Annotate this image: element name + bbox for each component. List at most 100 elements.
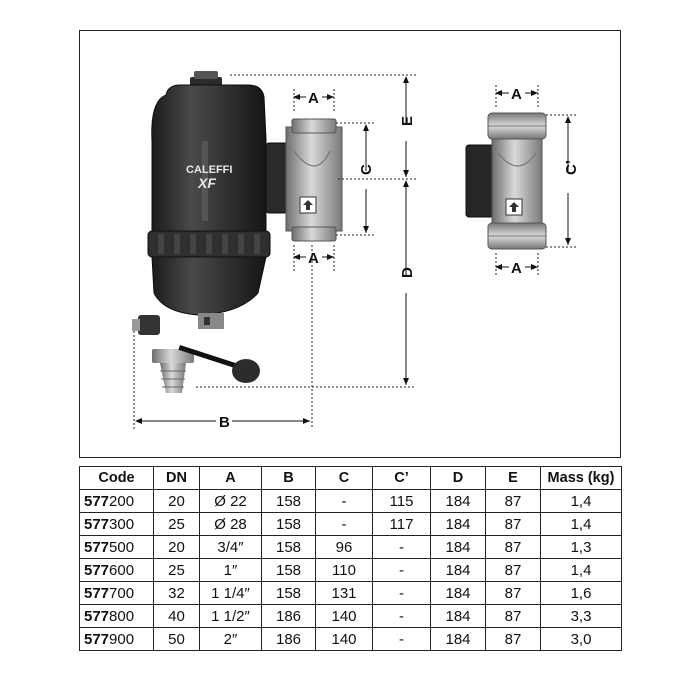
cell-c: - [315,512,373,536]
cell-mass: 1,3 [540,535,622,559]
cell-a: 2″ [199,627,262,651]
cell-dn: 40 [153,604,200,628]
drain-handle [232,359,260,383]
cell-c-prime: - [372,535,431,559]
drain-nut [152,349,194,363]
cell-c: 131 [315,581,373,605]
pipe-fitting [285,126,343,232]
cell-c: 140 [315,627,373,651]
technical-drawing: CALEFFI XF [79,30,621,458]
header-a: A [199,466,262,490]
cell-dn: 25 [153,512,200,536]
separator-variant-view: A A C’ [465,85,580,277]
cell-code: 577600 [79,558,154,582]
header-e: E [485,466,541,490]
cell-b: 158 [261,512,316,536]
cell-dn: 20 [153,535,200,559]
top-knob [194,71,218,79]
cell-d: 184 [430,512,486,536]
cell-a: Ø 28 [199,512,262,536]
cell-e: 87 [485,489,541,513]
cell-d: 184 [430,627,486,651]
variant-flow-direction-icon [509,202,519,212]
table-row: 577500 20 3/4″ 158 96 - 184 87 1,3 [79,535,622,559]
cell-c: 110 [315,558,373,582]
cell-dn: 50 [153,627,200,651]
table-row: 577300 25 Ø 28 158 - 117 184 87 1,4 [79,512,622,536]
cell-d: 184 [430,535,486,559]
cell-b: 158 [261,581,316,605]
separator-body [151,84,267,232]
dim-a-top-label: A [308,90,319,107]
cell-a: 3/4″ [199,535,262,559]
cell-a: 1 1/4″ [199,581,262,605]
cell-b: 186 [261,604,316,628]
cell-mass: 3,0 [540,627,622,651]
drain-hose-connector [160,363,186,393]
cell-code: 577900 [79,627,154,651]
cell-c-prime: 117 [372,512,431,536]
table-header-row: Code DN A B C C’ D E Mass (kg) [79,466,622,490]
cell-c: - [315,489,373,513]
dim-e-label: E [399,116,416,126]
dim-c-label: C [358,164,375,175]
cell-e: 87 [485,512,541,536]
table-row: 577700 32 1 1/4″ 158 131 - 184 87 1,6 [79,581,622,605]
cell-b: 158 [261,558,316,582]
dim-b-label: B [219,414,230,431]
cell-code: 577800 [79,604,154,628]
cell-c: 96 [315,535,373,559]
dirt-separator-drawing: CALEFFI XF [132,71,580,431]
header-mass: Mass (kg) [540,466,622,490]
header-dn: DN [153,466,200,490]
cell-d: 184 [430,558,486,582]
cell-c-prime: - [372,627,431,651]
magnet-housing [198,313,224,329]
cell-mass: 1,4 [540,558,622,582]
cell-code: 577500 [79,535,154,559]
cell-a: Ø 22 [199,489,262,513]
cell-mass: 1,4 [540,512,622,536]
cell-d: 184 [430,604,486,628]
cell-b: 158 [261,489,316,513]
model-label: XF [197,175,216,191]
table-row: 577600 25 1″ 158 110 - 184 87 1,4 [79,558,622,582]
header-b: B [261,466,316,490]
drain-valve [138,315,160,335]
header-code: Code [79,466,154,490]
cell-mass: 1,6 [540,581,622,605]
dim-c-prime-label: C’ [563,160,580,175]
cell-dn: 25 [153,558,200,582]
cell-code: 577300 [79,512,154,536]
table-row: 577200 20 Ø 22 158 - 115 184 87 1,4 [79,489,622,513]
cell-mass: 3,3 [540,604,622,628]
separator-main-view: CALEFFI XF [132,71,416,431]
cell-e: 87 [485,627,541,651]
cell-e: 87 [485,558,541,582]
cell-c-prime: - [372,581,431,605]
dim-d-label: D [399,267,416,278]
variant-connection-ring [465,144,495,218]
separator-bowl [151,256,267,316]
pipe-fitting-top-thread [291,118,337,134]
cell-code: 577700 [79,581,154,605]
variant-dim-a-bottom-label: A [511,260,522,277]
cell-e: 87 [485,581,541,605]
cell-code: 577200 [79,489,154,513]
cell-mass: 1,4 [540,489,622,513]
cell-c-prime: 115 [372,489,431,513]
cell-c-prime: - [372,604,431,628]
specifications-table: Code DN A B C C’ D E Mass (kg) 577200 20… [79,466,622,651]
flow-direction-icon [303,200,313,210]
cell-e: 87 [485,535,541,559]
cell-dn: 20 [153,489,200,513]
variant-dim-a-top-label: A [511,86,522,103]
header-d: D [430,466,486,490]
table-row: 577900 50 2″ 186 140 - 184 87 3,0 [79,627,622,651]
cell-a: 1 1/2″ [199,604,262,628]
cell-a: 1″ [199,558,262,582]
pipe-fitting-bottom-thread [291,226,337,242]
table-row: 577800 40 1 1/2″ 186 140 - 184 87 3,3 [79,604,622,628]
cell-dn: 32 [153,581,200,605]
cell-b: 186 [261,627,316,651]
